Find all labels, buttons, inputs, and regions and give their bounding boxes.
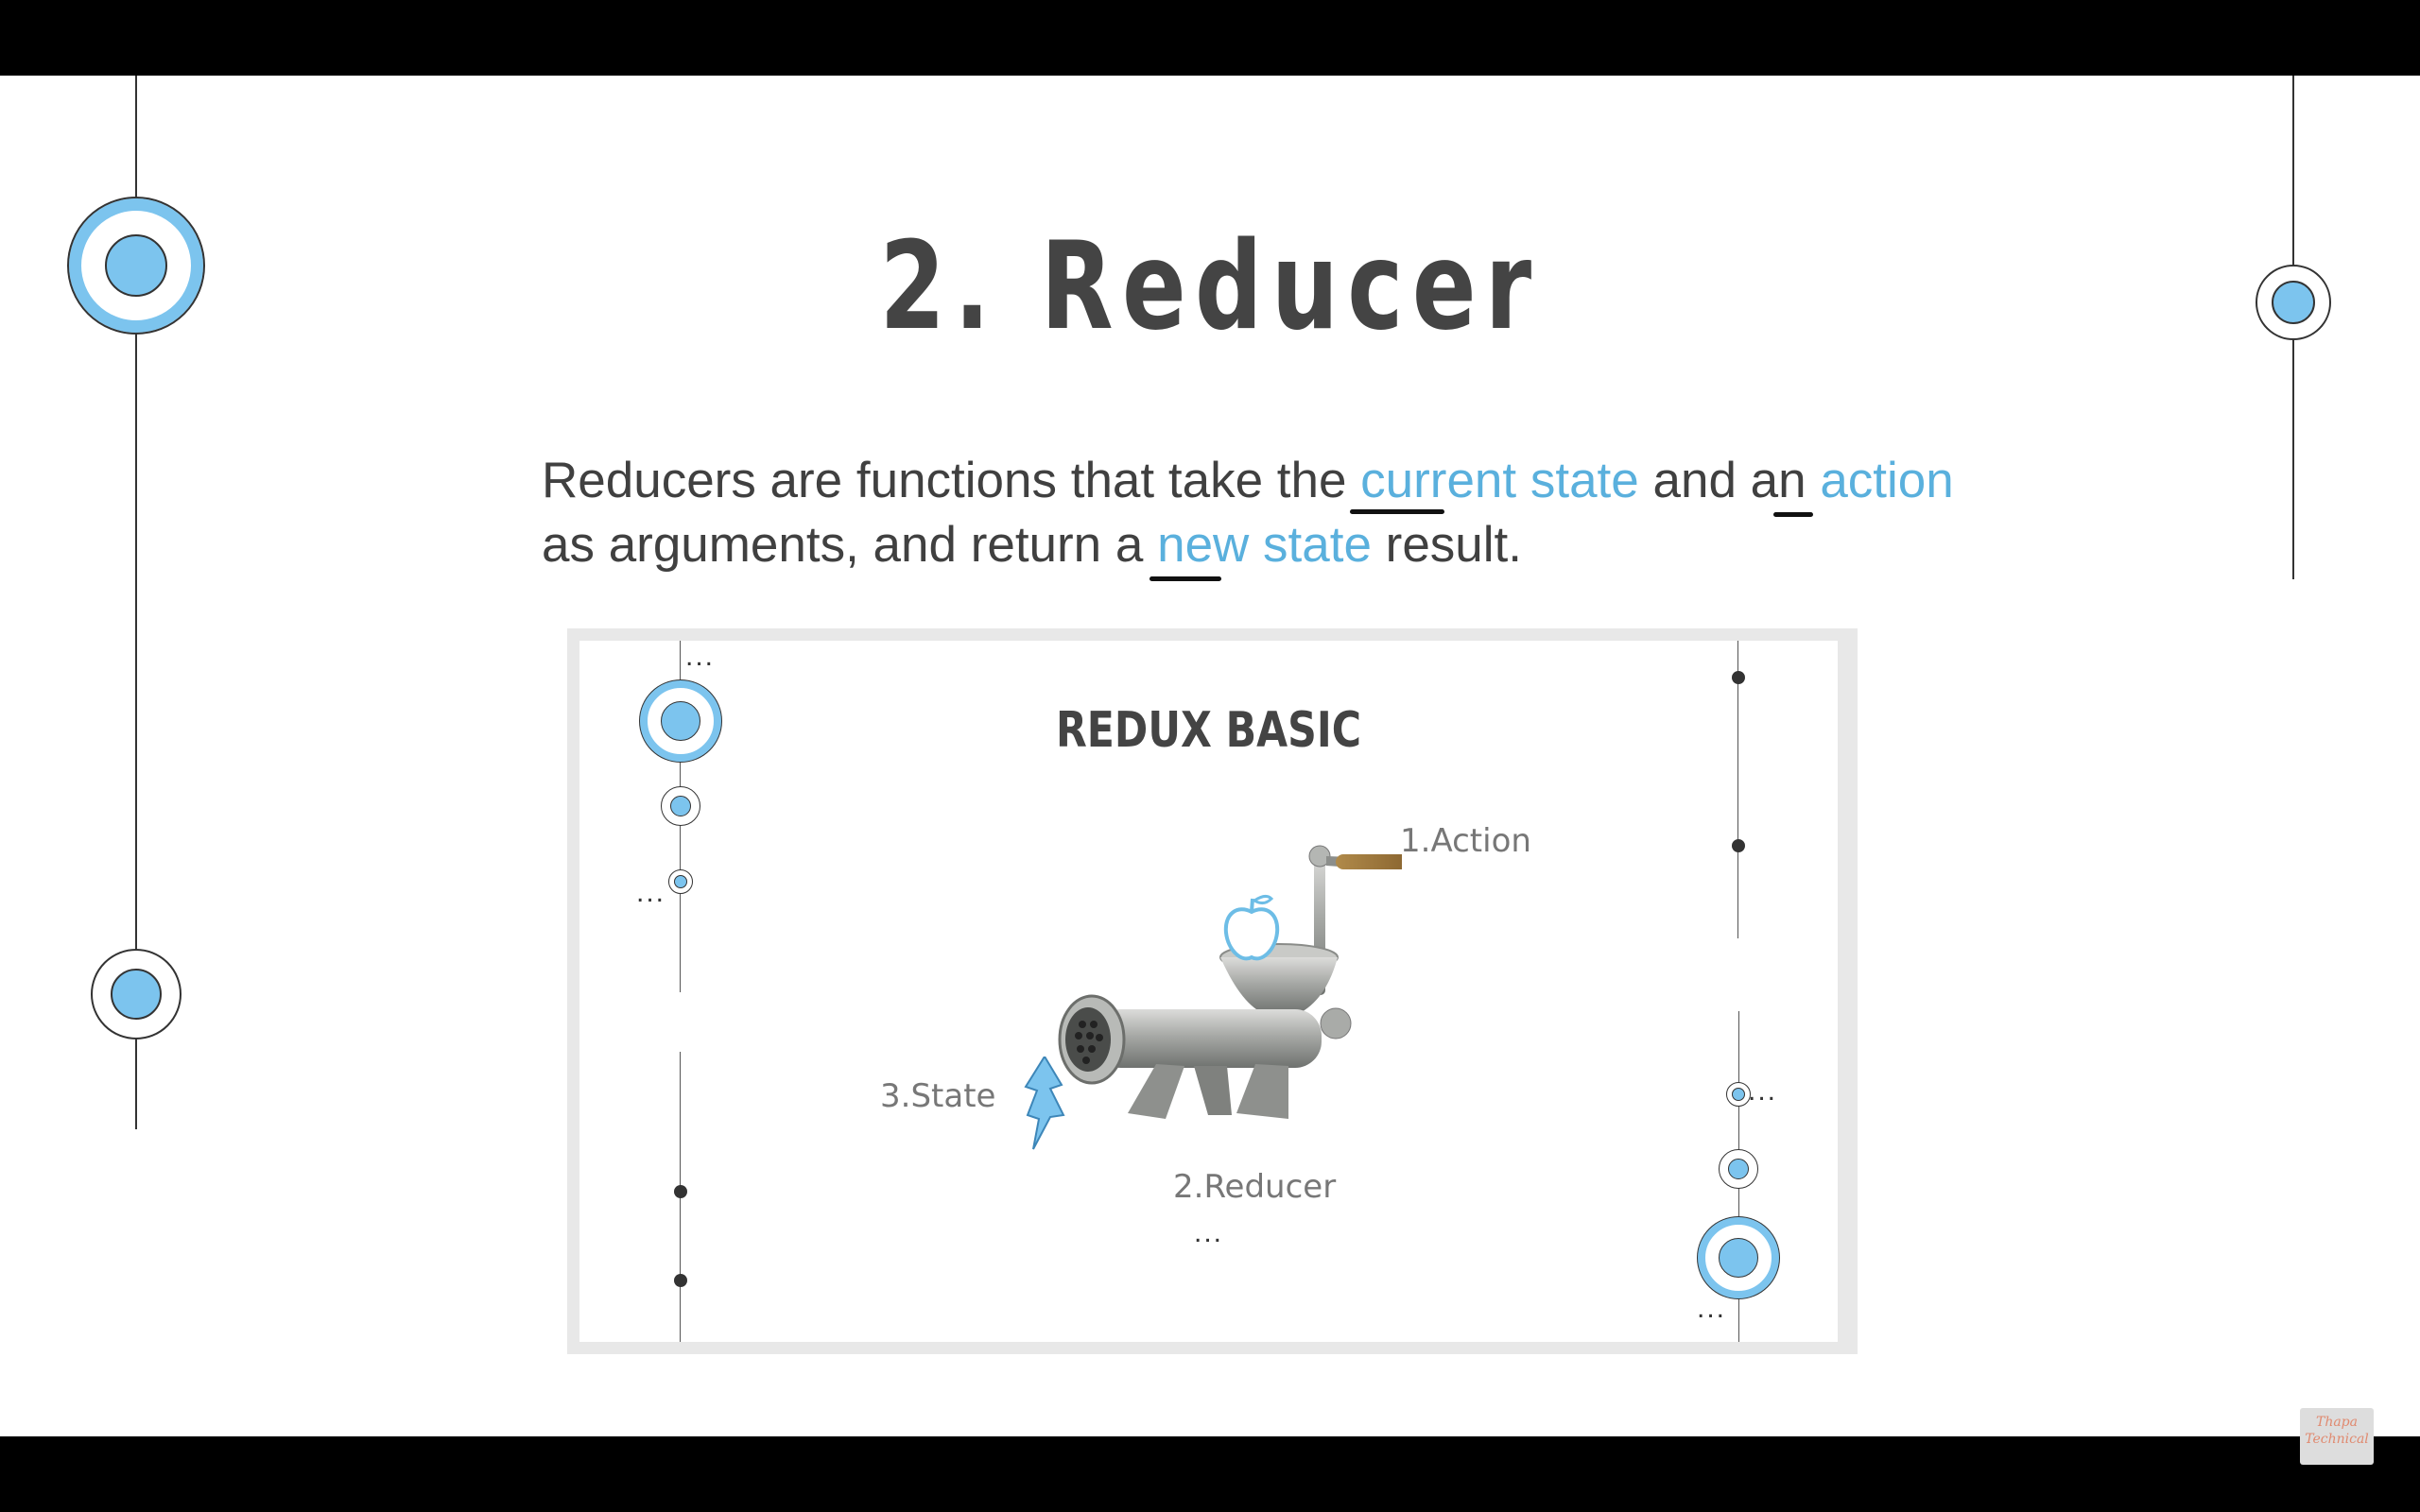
inner-small-circle-core (674, 875, 687, 888)
slide-title: 2. Reducer (879, 216, 1541, 357)
inner-medium-circle-core (670, 796, 691, 816)
left-small-circle-core (111, 969, 162, 1020)
apple-icon (1223, 894, 1280, 961)
diagram-title: REDUX BASIC (1055, 702, 1362, 759)
right-circle-core (2272, 281, 2315, 324)
pen-underline-action (1773, 512, 1813, 517)
ellipsis-text: ... (685, 641, 716, 672)
watermark-line: Technical (2305, 1432, 2369, 1447)
ellipsis-text: ... (1748, 1075, 1778, 1107)
body-text-segment: Reducers are functions that take the (542, 453, 1361, 508)
action-label: 1.Action (1400, 822, 1531, 860)
slide-body-text: Reducers are functions that take the cur… (542, 449, 1960, 577)
left-timeline-line (135, 76, 137, 1129)
inner-right-small-circle-core (1732, 1088, 1745, 1101)
highlight-new-state: new state (1157, 517, 1372, 573)
left-large-circle-outline (67, 197, 205, 335)
inner-large-circle-decoration (640, 680, 721, 762)
pen-underline-current-state (1350, 509, 1444, 514)
body-text-segment: and an (1638, 453, 1821, 508)
inner-right-dot (1732, 839, 1745, 852)
inner-large-circle-core (661, 701, 700, 741)
reducer-label: 2.Reducer (1173, 1168, 1337, 1206)
body-text-segment: as arguments, and return a (542, 517, 1158, 573)
ellipsis-text: ... (1697, 1293, 1727, 1324)
video-top-letterbox (0, 0, 2420, 76)
inner-left-dot (674, 1185, 687, 1198)
watermark-line: Thapa (2315, 1415, 2358, 1430)
ellipsis-text: ... (636, 877, 666, 908)
highlight-current-state: current state (1360, 453, 1639, 508)
embedded-diagram-frame: ... ... ... ... REDUX BASIC 1.Action 3.S… (567, 628, 1858, 1354)
ellipsis-text: ... (1194, 1217, 1224, 1248)
channel-watermark-logo: Thapa Technical (2300, 1408, 2374, 1465)
inner-left-dot (674, 1274, 687, 1287)
inner-right-dot (1732, 671, 1745, 684)
embedded-diagram: ... ... ... ... REDUX BASIC 1.Action 3.S… (579, 641, 1838, 1342)
pen-underline-new-state (1150, 576, 1221, 581)
video-bottom-letterbox (0, 1436, 2420, 1512)
inner-right-large-circle-decoration (1698, 1217, 1779, 1298)
body-text-segment: result. (1371, 517, 1523, 573)
inner-right-timeline-top (1737, 641, 1738, 938)
state-label: 3.State (880, 1077, 996, 1115)
inner-right-large-circle-core (1719, 1238, 1758, 1278)
presentation-slide: 2. Reducer Reducers are functions that t… (0, 76, 2420, 1436)
left-large-circle-core (105, 234, 167, 297)
lightning-icon (1024, 1057, 1065, 1150)
highlight-action: action (1820, 453, 1954, 508)
inner-right-medium-circle-core (1728, 1159, 1749, 1179)
